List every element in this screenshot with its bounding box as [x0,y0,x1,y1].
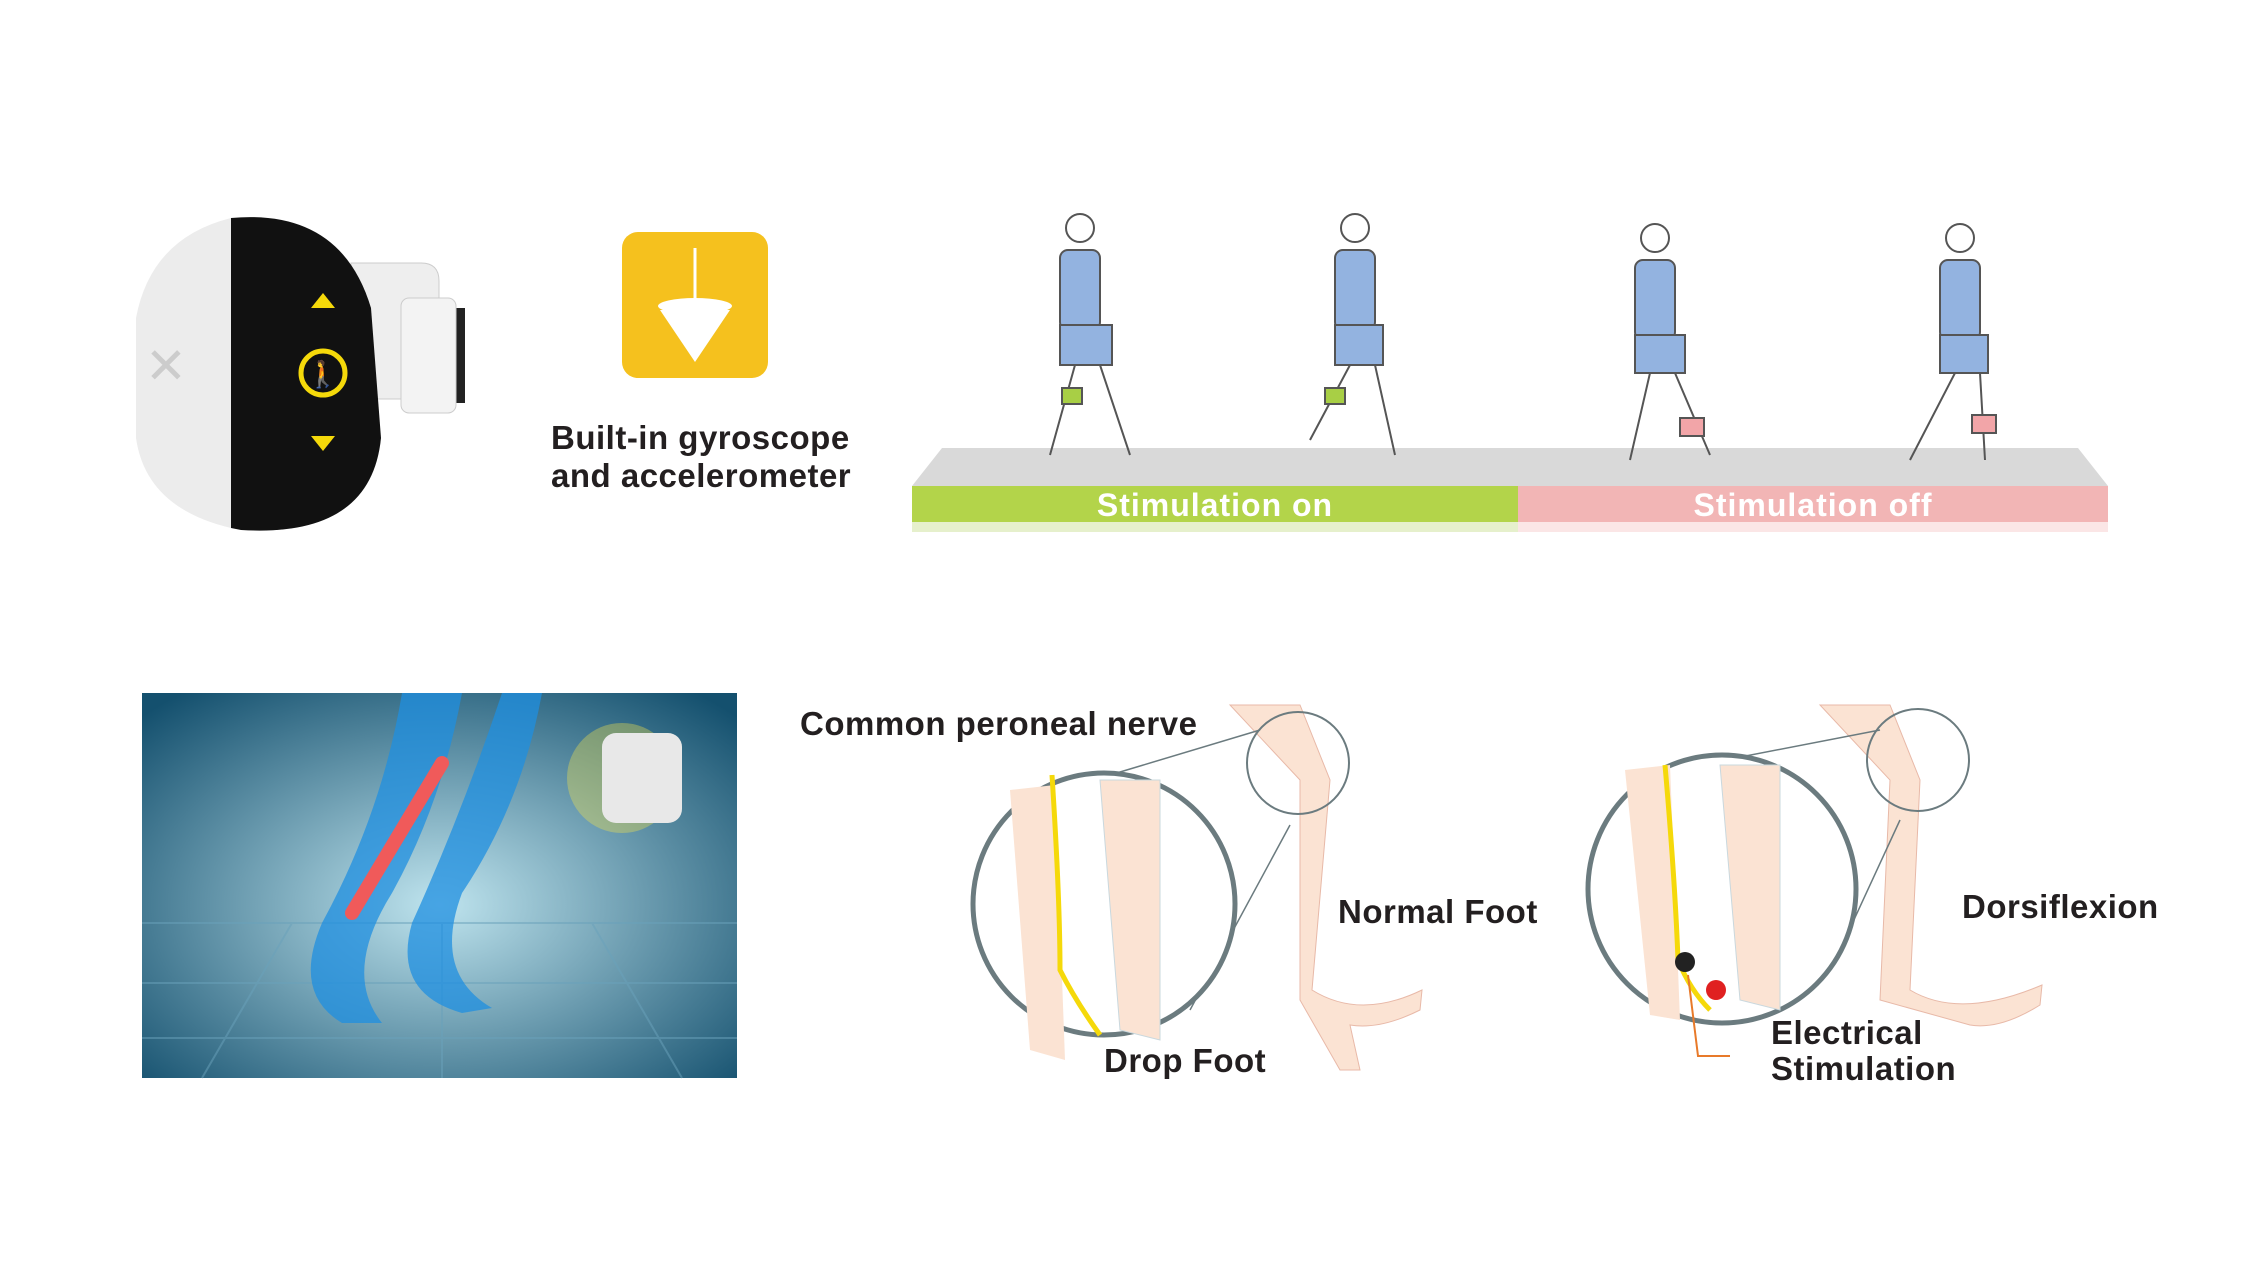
plumb-bob-icon [622,232,768,378]
electrical-stimulation-label-line2: Stimulation [1771,1050,1957,1087]
svg-text:✕: ✕ [145,337,187,395]
leg-stimulation-render [142,693,737,1079]
normal-foot-label: Normal Foot [1338,893,1538,930]
common-peroneal-nerve-label: Common peroneal nerve [800,705,1198,742]
walker-4 [1909,223,1997,461]
sensor-caption-line1: Built-in gyroscope [551,419,850,456]
up-arrow-icon [311,293,335,308]
walker-2 [1309,213,1396,456]
walkway-platform [912,448,2108,532]
dorsiflexion-label: Dorsiflexion [1962,888,2159,925]
electrode-red-icon [1706,980,1726,1000]
fes-device-illustration: 🚶 ✕ [136,217,465,531]
walker-1 [1049,213,1131,456]
drop-foot-label: Drop Foot [1104,1042,1267,1079]
down-arrow-icon [311,436,335,451]
walk-mode-icon [298,348,348,398]
stimulation-off-label: Stimulation off [1693,487,1933,523]
electrical-stimulation-label-line1: Electrical [1771,1014,1923,1051]
walker-3 [1629,223,1711,461]
dorsiflexion-anatomy [1585,704,2043,1057]
drop-foot-anatomy [970,704,1423,1071]
stimulation-off-bar [1518,486,2108,522]
stimulation-on-label: Stimulation on [1096,487,1334,523]
walking-figures [1049,213,1997,461]
sensor-caption-line2: and accelerometer [551,457,852,494]
electrode-black-icon [1675,952,1695,972]
stimulation-on-bar [912,486,1518,522]
svg-text:🚶: 🚶 [307,359,339,389]
